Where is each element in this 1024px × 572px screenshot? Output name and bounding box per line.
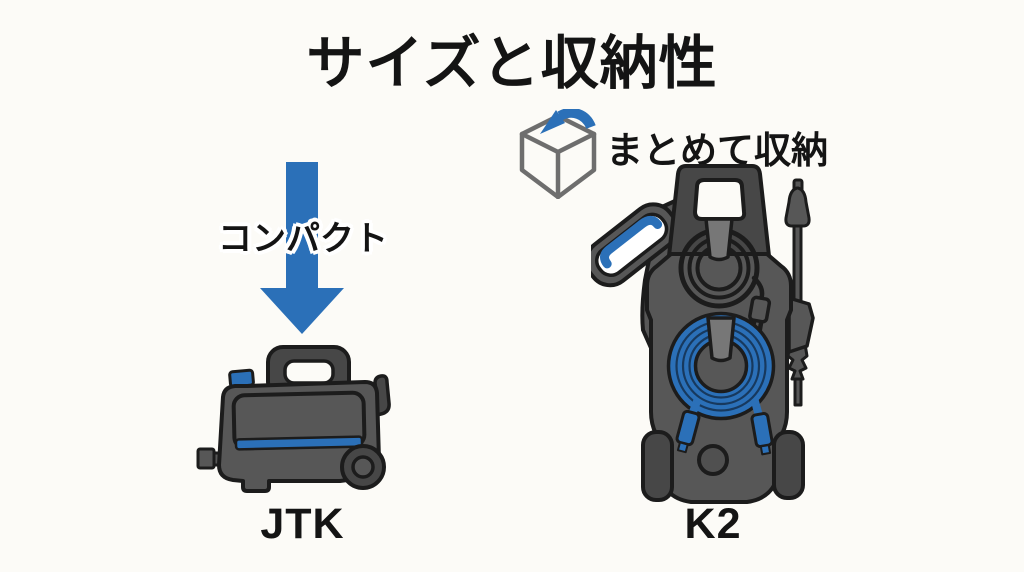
storage-box-icon — [519, 109, 597, 199]
page-title: サイズと収納性 — [306, 31, 718, 96]
k2-gun-blue-grip — [600, 215, 663, 269]
compact-label: コンパクト — [218, 220, 388, 258]
k2-machine-illustration — [591, 164, 815, 504]
into-box-arrow — [557, 109, 596, 130]
k2-handle-hole — [693, 178, 747, 221]
k2-power-plug — [748, 295, 772, 335]
k2-spray-lance — [784, 178, 811, 407]
jtk-wheel-hub — [351, 455, 375, 479]
k2-wheel-right — [772, 430, 805, 500]
k2-product-label: K2 — [684, 500, 742, 548]
compact-down-arrow-icon — [260, 162, 344, 334]
k2-hose-connector-right — [750, 399, 774, 456]
k2-hose-connector-left — [675, 398, 702, 454]
k2-body-hole — [697, 444, 729, 476]
jtk-machine-illustration — [196, 345, 391, 493]
jtk-blue-stripe — [234, 435, 364, 451]
k2-wheel-left — [641, 430, 674, 502]
jtk-product-label: JTK — [260, 500, 345, 548]
k2-hose-hook-tab — [706, 316, 736, 363]
k2-cord-hook-tab — [704, 217, 734, 262]
jtk-handle-hole — [283, 359, 335, 385]
